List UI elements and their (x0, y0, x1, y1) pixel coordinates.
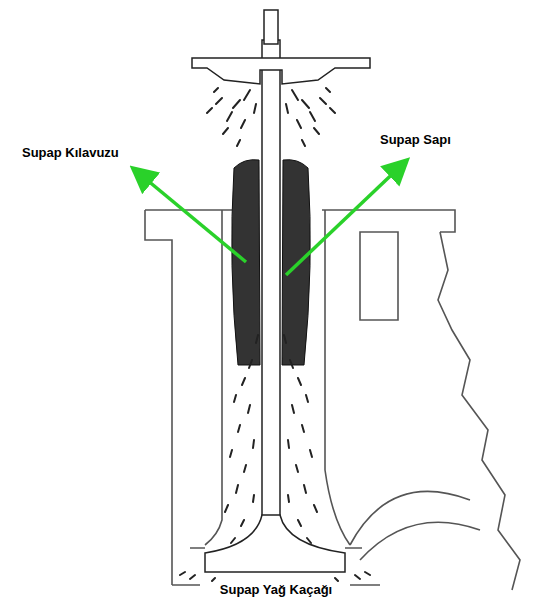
part-label: Supap Yağ Kaçağı (218, 582, 334, 598)
part-label: Supap Kılavuzu (20, 145, 121, 161)
leader-arrow (286, 162, 405, 275)
stem-tip (264, 10, 278, 44)
valve-guide (282, 160, 310, 365)
valve-guide (232, 160, 260, 365)
cylinder-head (145, 210, 520, 590)
valve-head (205, 515, 345, 572)
part-label: Supap Sapı (378, 132, 453, 148)
valve-stem (262, 40, 280, 530)
spring-retainer (192, 58, 370, 84)
leader-arrow (135, 170, 246, 262)
oil-droplets (180, 88, 370, 581)
